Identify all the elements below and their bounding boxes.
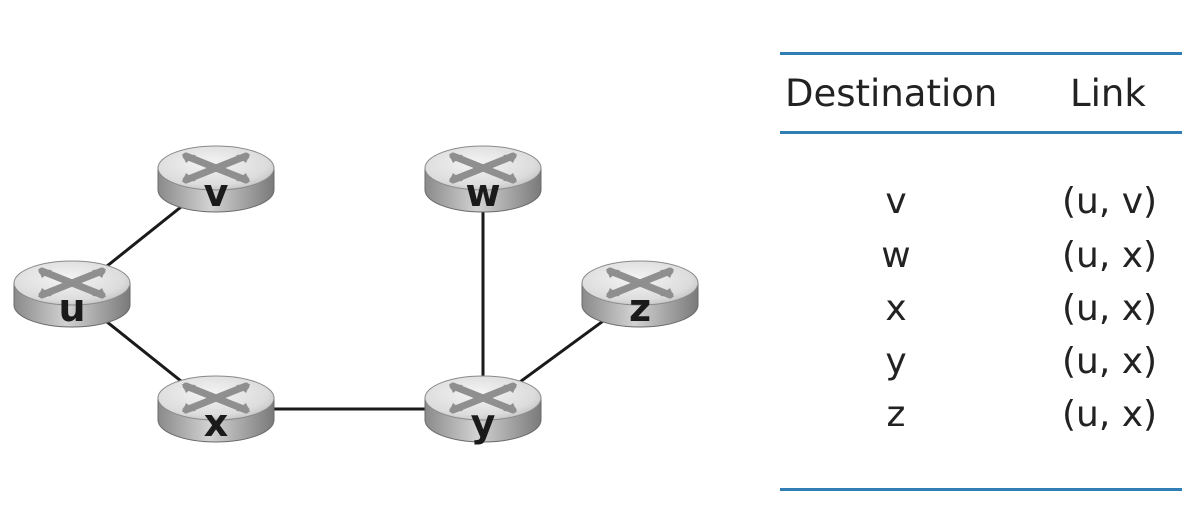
- router-label: y: [471, 401, 496, 445]
- table-bottom-rule: [780, 488, 1182, 491]
- router-label: w: [465, 171, 500, 215]
- router-v: v: [157, 145, 275, 215]
- header-link: Link: [1070, 72, 1146, 115]
- links-layer: [71, 177, 641, 411]
- row-link: (u, v): [1062, 181, 1158, 222]
- header-destination: Destination: [785, 72, 998, 115]
- network-topology-diagram: v w u z x y: [13, 145, 699, 445]
- table-top-rule: [780, 52, 1182, 55]
- router-label: v: [204, 171, 229, 215]
- router-z: z: [581, 260, 699, 330]
- router-y: y: [424, 375, 542, 445]
- table-header-rule: [780, 131, 1182, 134]
- row-link: (u, x): [1062, 394, 1158, 435]
- row-link: (u, x): [1062, 288, 1158, 329]
- router-label: x: [204, 401, 229, 445]
- row-destination: z: [886, 394, 906, 435]
- routers-layer: v w u z x y: [13, 145, 699, 445]
- router-label: z: [629, 286, 651, 330]
- router-icon: [13, 260, 131, 328]
- row-destination: v: [885, 181, 907, 222]
- router-icon: [157, 375, 275, 443]
- router-icon: [157, 145, 275, 213]
- router-x: x: [157, 375, 275, 445]
- row-destination: w: [881, 235, 911, 276]
- router-icon: [424, 145, 542, 213]
- row-destination: x: [885, 288, 907, 329]
- row-link: (u, x): [1062, 341, 1158, 382]
- row-link: (u, x): [1062, 235, 1158, 276]
- router-w: w: [424, 145, 542, 215]
- router-icon: [581, 260, 699, 328]
- row-destination: y: [885, 341, 907, 382]
- router-label: u: [58, 286, 85, 330]
- router-icon: [424, 375, 542, 443]
- router-u: u: [13, 260, 131, 330]
